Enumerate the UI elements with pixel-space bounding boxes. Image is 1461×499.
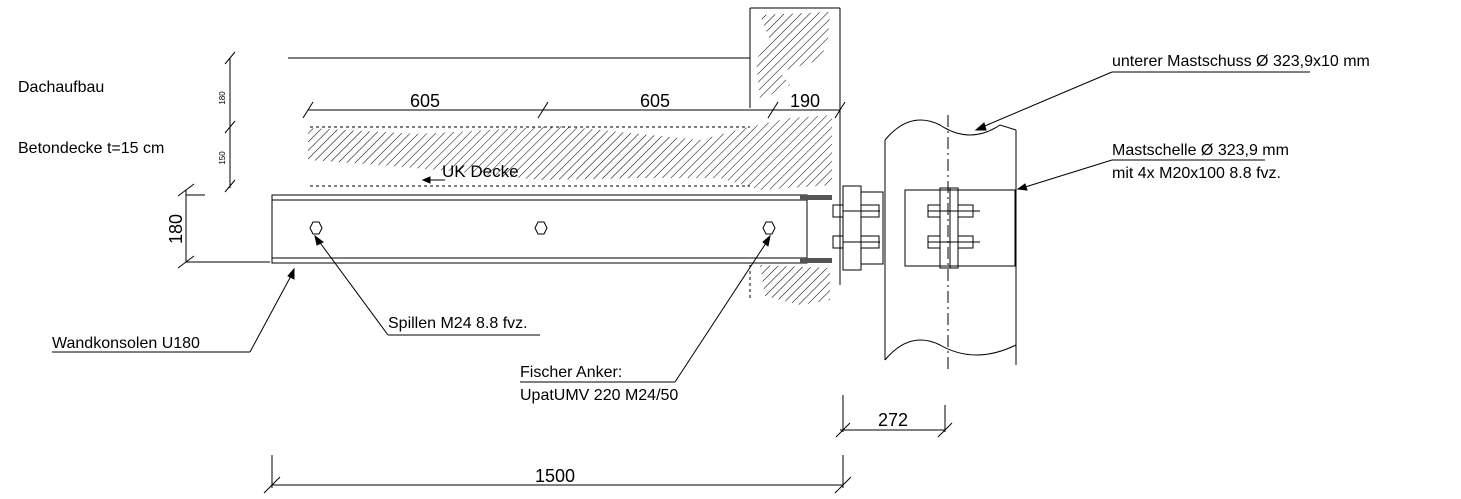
anchor-plate-top xyxy=(800,195,832,200)
dim-605-left: 605 xyxy=(410,91,440,111)
dim-180-small: 180 xyxy=(218,91,227,105)
top-dimension-chain xyxy=(302,101,846,119)
label-dachaufbau: Dachaufbau xyxy=(18,79,104,96)
dim-605-right: 605 xyxy=(640,91,670,111)
bolt-hole-3 xyxy=(762,221,776,235)
label-uk-decke: UK Decke xyxy=(442,162,519,181)
slab-hatch xyxy=(308,115,832,190)
dim-190: 190 xyxy=(790,91,820,111)
end-plate xyxy=(832,185,884,271)
bolt-hole-1 xyxy=(309,221,323,235)
mast-clamp xyxy=(904,187,1016,269)
mastschelle-leader xyxy=(1016,159,1265,191)
left-vertical-dimension xyxy=(177,183,270,269)
label-fischer-1: Fischer Anker: xyxy=(520,364,622,381)
label-fischer-2: UpatUMV 220 M24/50 xyxy=(520,387,678,404)
dimension-272 xyxy=(835,395,953,438)
mastschuss-leader xyxy=(974,71,1310,131)
bolt-hole-2 xyxy=(534,221,548,235)
dim-150-small: 150 xyxy=(218,151,227,165)
small-vertical-dimension xyxy=(224,51,236,193)
dimension-1500 xyxy=(263,455,852,494)
label-wandkonsolen: Wandkonsolen U180 xyxy=(52,335,200,352)
label-mastschuss: unterer Mastschuss Ø 323,9x10 mm xyxy=(1112,53,1370,70)
label-betondecke: Betondecke t=15 cm xyxy=(18,140,164,157)
dim-1500: 1500 xyxy=(535,466,575,486)
label-spillen: Spillen M24 8.8 fvz. xyxy=(388,315,528,332)
uk-decke-arrow xyxy=(421,176,445,184)
slab-outline xyxy=(310,126,750,187)
wall-hatch-top xyxy=(756,12,830,100)
label-mastschelle-2: mit 4x M20x100 8.8 fvz. xyxy=(1112,165,1281,182)
u180-channel xyxy=(271,194,808,264)
spillen-leader xyxy=(314,234,540,336)
anchor-plate-bottom xyxy=(800,258,832,263)
wall-hatch-bottom xyxy=(760,265,830,305)
label-mastschelle-1: Mastschelle Ø 323,9 mm xyxy=(1112,142,1289,159)
fischer-leader xyxy=(520,234,771,383)
dim-180-left: 180 xyxy=(166,214,186,244)
wandkonsolen-leader xyxy=(52,267,295,353)
dim-272: 272 xyxy=(878,410,908,430)
